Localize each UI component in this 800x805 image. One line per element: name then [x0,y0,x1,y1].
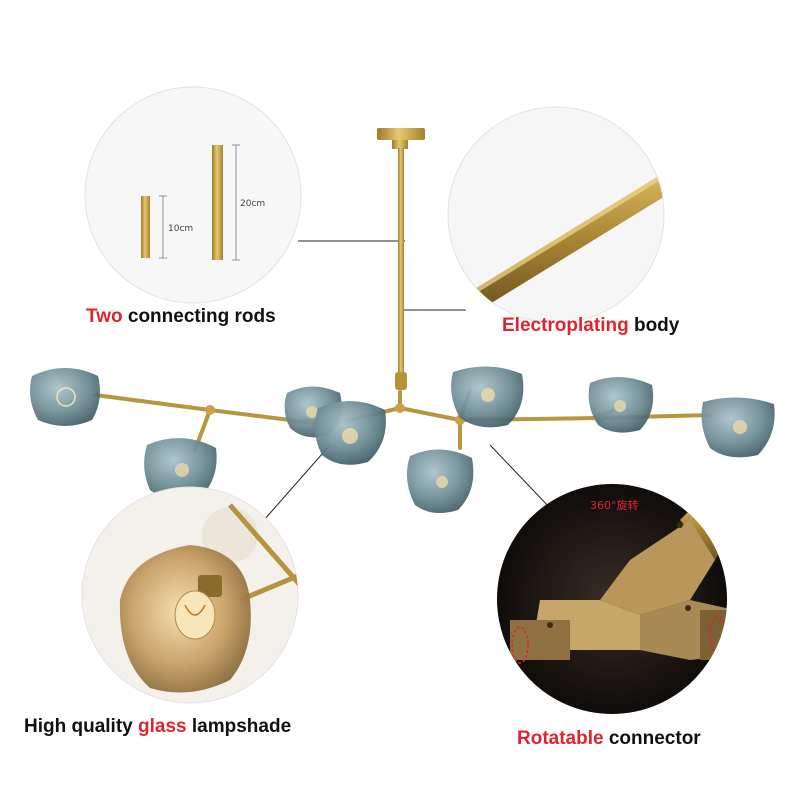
detail-circle-body [447,106,665,324]
main-rod [398,148,404,380]
caption-body: Electroplating body [502,315,679,337]
leader-line-connector [489,444,553,511]
detail-circle-connector [497,484,727,714]
caption-glass-highlight: glass [138,716,187,737]
caption-connector-text: connector [603,728,701,749]
rotation-label: 360°旋转 [590,499,639,512]
caption-connector: Rotatable connector [517,728,701,750]
caption-rods: Two connecting rods [86,306,276,328]
detail-circle-rods [84,86,302,304]
short-rod-dimension: 10cm [168,224,194,234]
glass-globes [30,366,775,514]
ceiling-canopy [377,128,425,149]
caption-rods-text: connecting rods [122,306,276,327]
leader-line-glass [263,444,331,521]
caption-glass-prefix: High quality [24,716,138,737]
rod-joint [395,372,407,390]
caption-glass-text: lampshade [186,716,292,737]
long-rod-dimension: 20cm [240,199,266,209]
caption-rods-highlight: Two [86,306,123,327]
caption-body-text: body [628,315,680,336]
detail-circle-glass [81,486,299,704]
caption-connector-highlight: Rotatable [517,728,604,749]
caption-body-highlight: Electroplating [502,315,629,336]
caption-glass: High quality glass lampshade [24,716,291,738]
